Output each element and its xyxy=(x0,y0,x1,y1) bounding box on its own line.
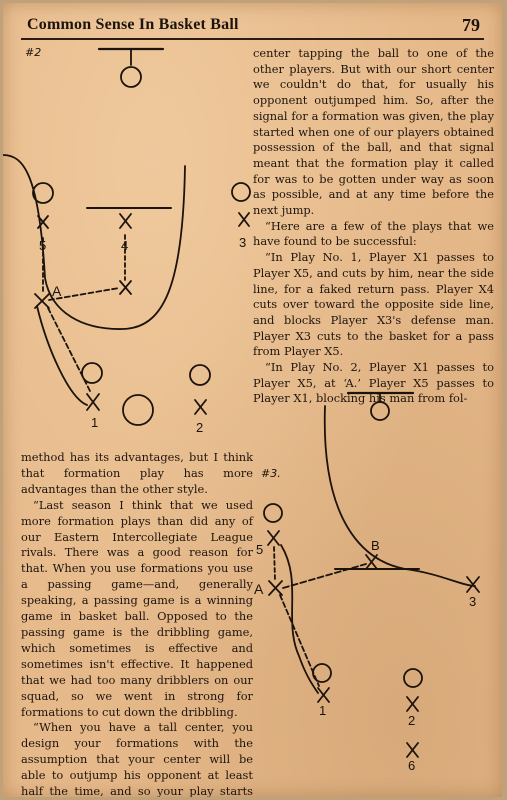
defender-circle xyxy=(263,503,283,523)
paragraph: method has its advantages, but I think t… xyxy=(21,450,253,496)
player-x2 xyxy=(194,399,207,415)
page-title: Common Sense In Basket Ball xyxy=(27,16,239,33)
player-x2 xyxy=(406,696,419,712)
pass-path xyxy=(282,563,367,589)
player-x1 xyxy=(317,687,330,703)
label-1: 1 xyxy=(319,703,326,718)
pass-path xyxy=(48,287,120,301)
clipping-page: Common Sense In Basket Ball 79 center ta… xyxy=(3,3,502,797)
paragraph: “Last season I think that we used more f… xyxy=(21,497,253,719)
label-3: 3 xyxy=(469,594,476,609)
pass-path xyxy=(47,307,92,394)
player-x5 xyxy=(37,215,49,229)
label-2: 2 xyxy=(408,713,415,728)
position-x4-end xyxy=(119,280,132,295)
position-a-x xyxy=(268,580,283,596)
position-b-x xyxy=(365,554,378,570)
play-diagram-2: #3. 5 A B 3 1 2 6 xyxy=(254,391,480,773)
basket-hoop xyxy=(370,401,390,421)
defender-circle xyxy=(231,182,251,202)
basket-hoop xyxy=(120,66,142,88)
player-x6 xyxy=(406,742,419,758)
page-header: Common Sense In Basket Ball 79 xyxy=(21,12,484,40)
label-b: B xyxy=(371,538,380,553)
label-a: A xyxy=(254,581,264,597)
label-5: 5 xyxy=(39,238,46,253)
label-2: 2 xyxy=(196,420,203,435)
label-4: 4 xyxy=(121,238,128,253)
player-x4 xyxy=(119,213,132,229)
paragraph: “In Play No. 2, Player X1 passes to Play… xyxy=(253,360,494,406)
play-diagram-1: #2 5 4 3 1 2 A xyxy=(3,46,251,435)
page-number: 79 xyxy=(462,15,480,35)
text-column-bottom-left: method has its advantages, but I think t… xyxy=(21,450,253,797)
cut-path xyxy=(36,305,88,406)
defender-circle xyxy=(189,364,211,386)
label-3: 3 xyxy=(239,235,246,250)
label-a: A xyxy=(52,283,62,299)
text-column-top-right: center tapping the ball to one of the ot… xyxy=(253,46,494,407)
defender-circle xyxy=(403,668,423,688)
court-arc xyxy=(323,405,476,587)
player-x5 xyxy=(267,530,280,546)
player-x1 xyxy=(86,393,100,411)
pass-path xyxy=(279,594,320,687)
jump-circle xyxy=(122,394,154,426)
defender-circle xyxy=(81,362,103,384)
paragraph: “Here are a few of the plays that we hav… xyxy=(253,218,494,249)
diagram-1-tag: #2 xyxy=(25,46,41,59)
paragraph: “In Play No. 1, Player X1 passes to Play… xyxy=(253,250,494,359)
diagram-2-tag: #3. xyxy=(261,467,281,480)
player-x3 xyxy=(238,212,250,227)
cut-path xyxy=(280,544,319,694)
paragraph: “When you have a tall center, you design… xyxy=(21,720,253,797)
defender-circle xyxy=(32,182,54,204)
label-6: 6 xyxy=(408,758,415,773)
pass-path xyxy=(273,546,276,581)
court-arc xyxy=(3,154,186,330)
player-x3 xyxy=(466,576,480,593)
paragraph: center tapping the ball to one of the ot… xyxy=(253,46,494,218)
label-5: 5 xyxy=(256,542,263,557)
label-1: 1 xyxy=(91,415,98,430)
